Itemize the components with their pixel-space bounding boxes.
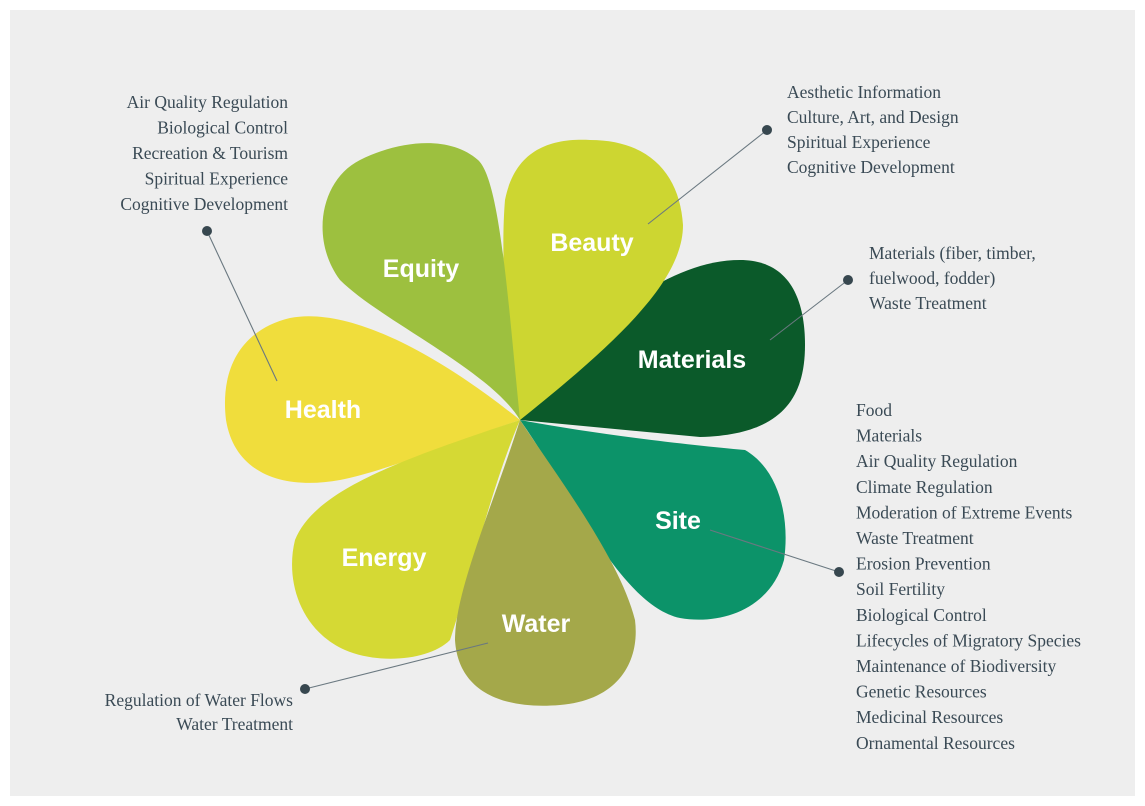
- equity-list-item: Biological Control: [157, 118, 288, 138]
- materials-petal: [520, 260, 805, 437]
- beauty-petal: [503, 139, 683, 420]
- site-petal: [520, 420, 786, 620]
- site-list-item: Medicinal Resources: [856, 707, 1003, 727]
- water-leader-line: [304, 642, 489, 690]
- site-leader-line: [709, 529, 840, 573]
- equity-leader-line: [206, 230, 278, 382]
- energy-petal: [292, 420, 520, 659]
- site-list-item: Maintenance of Biodiversity: [856, 656, 1056, 676]
- materials-leader-line: [769, 279, 849, 341]
- water-leader-dot: [300, 684, 310, 694]
- site-list-item: Moderation of Extreme Events: [856, 502, 1072, 522]
- beauty-leader-dot: [762, 125, 772, 135]
- beauty-list-item: Cognitive Development: [787, 157, 955, 177]
- equity-list-item: Spiritual Experience: [145, 169, 289, 189]
- site-list-item: Soil Fertility: [856, 579, 945, 599]
- beauty-list-item: Spiritual Experience: [787, 132, 931, 152]
- site-list-item: Materials: [856, 426, 922, 446]
- beauty-leader-line: [647, 129, 768, 225]
- beauty-list-item: Aesthetic Information: [787, 82, 941, 102]
- health-label: Health: [285, 396, 361, 424]
- water-label: Water: [502, 610, 571, 638]
- site-list-item: Air Quality Regulation: [856, 451, 1018, 471]
- site-list-item: Food: [856, 400, 892, 420]
- petal-labels: Beauty Materials Site Water Energy Healt…: [285, 229, 746, 638]
- equity-list-item: Recreation & Tourism: [132, 143, 288, 163]
- equity-petal: [322, 143, 520, 420]
- site-list-item: Waste Treatment: [856, 528, 974, 548]
- health-petal: [224, 316, 521, 483]
- materials-leader-dot: [843, 275, 853, 285]
- materials-label: Materials: [638, 346, 746, 374]
- water-petal: [455, 420, 636, 706]
- site-list-item: Ornamental Resources: [856, 733, 1015, 753]
- energy-label: Energy: [342, 544, 427, 572]
- site-list-item: Erosion Prevention: [856, 554, 991, 574]
- equity-list-item: Air Quality Regulation: [127, 92, 289, 112]
- materials-services-list: Materials (fiber, timber, fuelwood, fodde…: [869, 243, 1036, 313]
- materials-list-item: Waste Treatment: [869, 293, 987, 313]
- water-list-item: Water Treatment: [176, 714, 293, 734]
- flower-petals: [224, 139, 805, 706]
- site-list-item: Genetic Resources: [856, 682, 987, 702]
- beauty-label: Beauty: [550, 229, 633, 257]
- site-list-item: Lifecycles of Migratory Species: [856, 630, 1081, 650]
- water-list-item: Regulation of Water Flows: [105, 690, 294, 710]
- equity-list-item: Cognitive Development: [120, 194, 288, 214]
- equity-leader-dot: [202, 226, 212, 236]
- beauty-list-item: Culture, Art, and Design: [787, 107, 959, 127]
- site-list-item: Climate Regulation: [856, 477, 993, 497]
- site-label: Site: [655, 507, 701, 535]
- site-list-item: Biological Control: [856, 605, 987, 625]
- materials-list-item: fuelwood, fodder): [869, 268, 996, 288]
- site-leader-dot: [834, 567, 844, 577]
- materials-list-item: Materials (fiber, timber,: [869, 243, 1036, 263]
- equity-label: Equity: [383, 255, 459, 283]
- leader-lines: [202, 125, 853, 694]
